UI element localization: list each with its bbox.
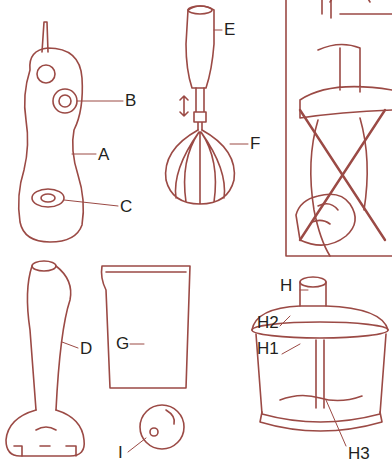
disk-i-mark (166, 410, 174, 424)
warning-detail (322, 0, 392, 18)
whisk-arrow (180, 96, 188, 116)
handle-body (19, 48, 84, 242)
chopper-knob-top (300, 277, 326, 287)
part-letter: D (80, 340, 92, 358)
whisk-adapter (186, 6, 214, 88)
part-letter: E (224, 21, 235, 39)
disk-i-hole (150, 428, 158, 436)
part-letter: H (280, 277, 292, 295)
part-letter: F (250, 135, 260, 153)
shaft-top (32, 261, 56, 271)
whisk-balloon (166, 130, 235, 204)
part-letter: B (125, 92, 136, 110)
part-letter: G (116, 335, 129, 353)
part-letter: H1 (257, 340, 279, 358)
button-c (32, 189, 64, 207)
part-letter: H2 (257, 314, 279, 332)
part-letter: C (120, 198, 132, 216)
shaft-bell (6, 410, 84, 456)
handle-hook (37, 65, 55, 83)
beaker (102, 266, 191, 388)
part-letter: I (118, 444, 123, 462)
warning-cross (300, 110, 385, 240)
part-letter: H3 (348, 445, 370, 463)
chopper-bowl (256, 334, 386, 422)
warning-triangle (330, 0, 370, 2)
chopper-blade (280, 395, 362, 400)
whisk-adapter-top (188, 6, 212, 14)
button-b-inner (59, 95, 71, 107)
leader-lines (62, 30, 346, 452)
part-letter: A (98, 146, 109, 164)
warning-chopper (300, 44, 392, 118)
whisk-stem (194, 88, 206, 130)
button-c-inner (41, 194, 55, 202)
disk-i (140, 405, 184, 449)
warning-frame (286, 0, 392, 256)
shaft-body (27, 266, 70, 410)
shaft-vents (14, 427, 76, 456)
chopper-base (260, 412, 382, 431)
button-b (53, 89, 77, 113)
